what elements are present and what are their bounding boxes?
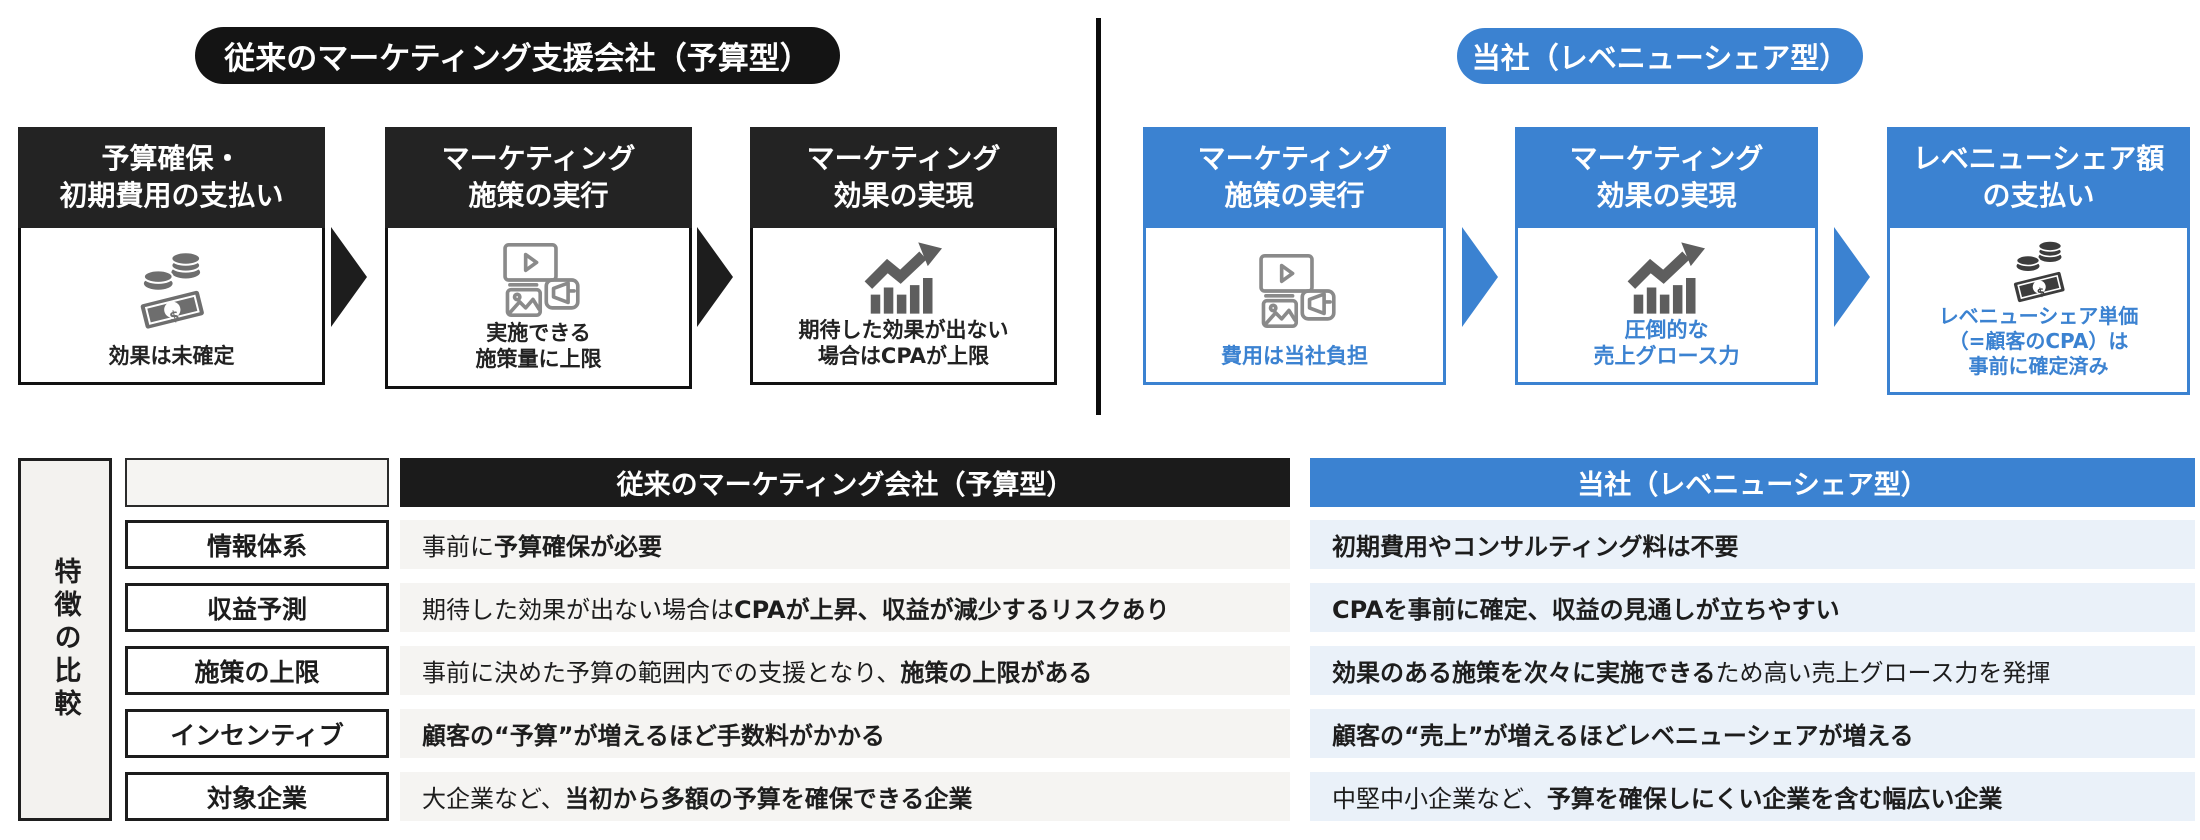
media-marketing-icon — [1251, 240, 1339, 343]
step-realize-effect-ours: マーケティング 効果の実現 圧倒的な 売上グロース力 — [1515, 127, 1818, 385]
step-title: マーケティング 施策の実行 — [385, 127, 692, 228]
row-label-incentive: インセンティブ — [125, 709, 389, 758]
row-label-profit-forecast: 収益予測 — [125, 583, 389, 632]
step-body: 期待した効果が出ない 場合はCPAが上限 — [750, 228, 1057, 385]
section-divider — [1096, 18, 1101, 415]
flow-arrow-icon — [1834, 227, 1870, 327]
cell-target-companies-legacy: 大企業など、当初から多額の予算を確保できる企業 — [400, 772, 1290, 821]
step-caption: 効果は未確定 — [108, 343, 235, 368]
cell-target-companies-ours: 中堅中小企業など、予算を確保しにくい企業を含む幅広い企業 — [1310, 772, 2195, 821]
step-body: 効果は未確定 — [18, 228, 325, 385]
step-budget-payment: 予算確保・ 初期費用の支払い 効果は未確定 — [18, 127, 325, 385]
step-realize-effect-legacy: マーケティング 効果の実現 期待した効果が出ない 場合はCPAが上限 — [750, 127, 1057, 385]
cell-information-legacy: 事前に予算確保が必要 — [400, 520, 1290, 569]
cell-measure-limit-legacy: 事前に決めた予算の範囲内での支援となり、施策の上限がある — [400, 646, 1290, 695]
cell-incentive-ours: 顧客の“売上”が増えるほどレベニューシェアが増える — [1310, 709, 2195, 758]
step-title: マーケティング 施策の実行 — [1143, 127, 1446, 228]
step-caption: 費用は当社負担 — [1221, 343, 1368, 368]
step-revenue-share-payment: レベニューシェア額 の支払い レベニューシェア単価 （=顧客のCPA）は 事前に… — [1887, 127, 2190, 395]
flow-arrow-icon — [1462, 227, 1498, 327]
step-body: レベニューシェア単価 （=顧客のCPA）は 事前に確定済み — [1887, 228, 2190, 395]
ours-column-header: 当社（レベニューシェア型） — [1310, 458, 2195, 507]
our-company-badge: 当社（レベニューシェア型） — [1457, 28, 1863, 84]
money-icon — [2002, 240, 2076, 304]
cell-profit-forecast-ours: CPAを事前に確定、収益の見通しが立ちやすい — [1310, 583, 2195, 632]
legacy-column-header: 従来のマーケティング会社（予算型） — [400, 458, 1290, 507]
step-title: レベニューシェア額 の支払い — [1887, 127, 2190, 228]
growth-chart-icon — [1621, 240, 1713, 317]
legacy-company-badge: 従来のマーケティング支援会社（予算型） — [195, 27, 840, 84]
growth-chart-icon — [858, 240, 950, 317]
step-title: 予算確保・ 初期費用の支払い — [18, 127, 325, 228]
step-caption: 実施できる 施策量に上限 — [475, 321, 602, 372]
step-caption: 期待した効果が出ない 場合はCPAが上限 — [798, 317, 1009, 368]
flow-arrow-icon — [331, 227, 367, 327]
step-execute-measures-ours: マーケティング 施策の実行 費用は当社負担 — [1143, 127, 1446, 385]
step-caption: 圧倒的な 売上グロース力 — [1593, 317, 1740, 368]
step-caption: レベニューシェア単価 （=顧客のCPA）は 事前に確定済み — [1938, 304, 2139, 378]
cell-incentive-legacy: 顧客の“予算”が増えるほど手数料がかかる — [400, 709, 1290, 758]
step-body: 費用は当社負担 — [1143, 228, 1446, 385]
comparison-side-label-text: 特徴の比較 — [49, 557, 81, 722]
cell-measure-limit-ours: 効果のある施策を次々に実施できるため高い売上グロース力を発揮 — [1310, 646, 2195, 695]
row-label-information: 情報体系 — [125, 520, 389, 569]
step-title: マーケティング 効果の実現 — [750, 127, 1057, 228]
comparison-side-label: 特徴の比較 — [18, 458, 112, 821]
step-body: 圧倒的な 売上グロース力 — [1515, 228, 1818, 385]
step-body: 実施できる 施策量に上限 — [385, 228, 692, 389]
step-title: マーケティング 効果の実現 — [1515, 127, 1818, 228]
flow-arrow-icon — [697, 227, 733, 327]
media-marketing-icon — [495, 240, 583, 320]
step-execute-measures-legacy: マーケティング 施策の実行 実施できる 施策量に上限 — [385, 127, 692, 389]
cell-information-ours: 初期費用やコンサルティング料は不要 — [1310, 520, 2195, 569]
row-label-header-spacer — [125, 458, 389, 507]
row-label-target-companies: 対象企業 — [125, 772, 389, 821]
row-label-measure-limit: 施策の上限 — [125, 646, 389, 695]
money-icon — [126, 240, 218, 343]
